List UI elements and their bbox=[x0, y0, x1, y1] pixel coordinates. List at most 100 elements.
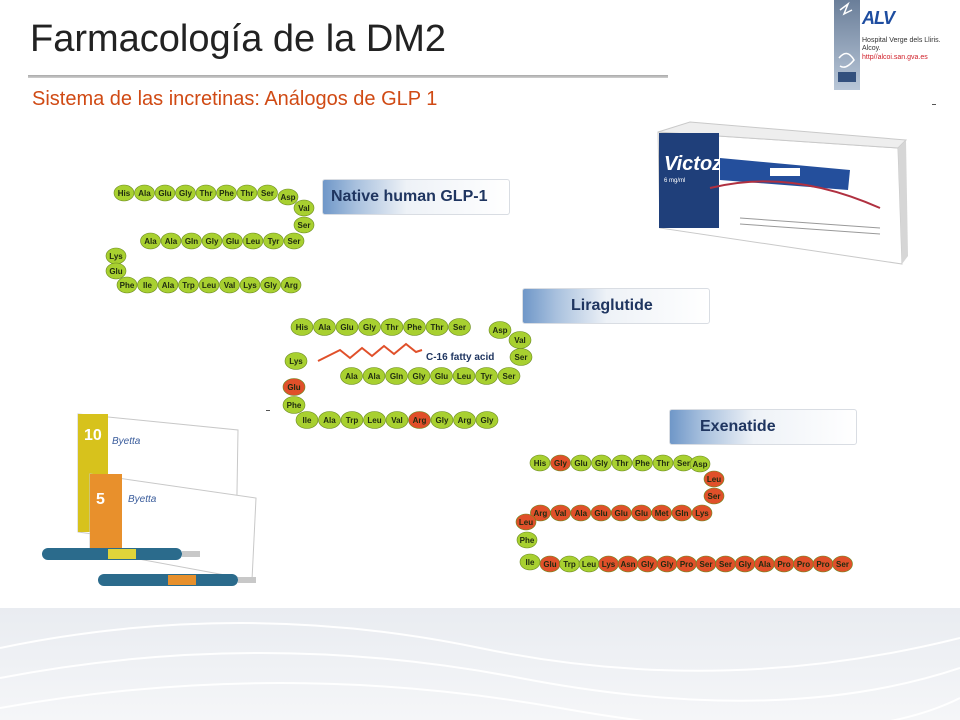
residue-label: Ala bbox=[162, 281, 175, 290]
residue-label: Gln bbox=[675, 509, 688, 518]
residue-circle bbox=[260, 276, 281, 294]
residue-circle bbox=[363, 411, 386, 429]
residue-label: Gly bbox=[595, 459, 608, 468]
residue-label: Arg bbox=[413, 416, 427, 425]
hospital-logo-mark: ALV bbox=[862, 8, 895, 29]
residue-label: Phe bbox=[120, 281, 135, 290]
residue-circle bbox=[105, 262, 127, 280]
residue-circle bbox=[453, 411, 476, 429]
residue-circle bbox=[475, 367, 498, 385]
residue-label: Trp bbox=[346, 416, 359, 425]
fatty-acid-label: C-16 fatty acid bbox=[426, 352, 495, 363]
residue-circle bbox=[488, 321, 512, 339]
residue-circle bbox=[652, 454, 674, 472]
residue-label: Gly bbox=[413, 372, 426, 381]
residue-circle bbox=[216, 184, 237, 202]
residue-circle bbox=[280, 276, 302, 294]
residue-label: Gly bbox=[206, 237, 219, 246]
residue-circle bbox=[340, 367, 363, 385]
residue-label: Gly bbox=[641, 560, 654, 569]
fatty-acid-chain bbox=[317, 342, 423, 362]
residue-circle bbox=[362, 367, 386, 385]
residue-circle bbox=[516, 531, 538, 549]
residue-label: Phe bbox=[635, 459, 650, 468]
residue-label: Ser bbox=[261, 189, 274, 198]
residue-circle bbox=[282, 396, 306, 414]
residue-label: Trp bbox=[563, 560, 576, 569]
residue-circle bbox=[293, 199, 315, 217]
residue-circle bbox=[318, 411, 341, 429]
residue-label: Thr bbox=[616, 459, 629, 468]
residue-circle bbox=[293, 216, 315, 234]
residue-label: Gly bbox=[363, 323, 376, 332]
residue-label: Glu bbox=[594, 509, 607, 518]
residue-label: Thr bbox=[241, 189, 254, 198]
residue-label: Glu bbox=[635, 509, 648, 518]
residue-circle bbox=[175, 184, 196, 202]
residue-label: Lys bbox=[695, 509, 709, 518]
residue-label: Pro bbox=[680, 560, 693, 569]
residue-label: Glu bbox=[543, 560, 556, 569]
native-glp1-label: Native human GLP-1 bbox=[322, 179, 510, 215]
residue-circle bbox=[425, 318, 449, 336]
residue-circle bbox=[448, 318, 471, 336]
residue-circle bbox=[257, 184, 278, 202]
residue-label: Arg bbox=[534, 509, 548, 518]
residue-label: Gln bbox=[185, 237, 198, 246]
residue-circle bbox=[222, 232, 243, 250]
residue-label: Ala bbox=[323, 416, 336, 425]
footer-wave-icon bbox=[0, 622, 960, 720]
institution-url[interactable]: http//alcoi.san.gva.es bbox=[862, 54, 928, 61]
residue-circle bbox=[497, 367, 521, 385]
residue-label: His bbox=[296, 323, 309, 332]
page-title: Farmacología de la DM2 bbox=[30, 18, 447, 60]
hospital-banner-icon bbox=[838, 1, 856, 82]
residue-circle bbox=[242, 232, 264, 250]
residue-label: Leu bbox=[582, 560, 596, 569]
decorative-dash bbox=[932, 104, 936, 105]
residue-circle bbox=[157, 276, 179, 294]
residue-label: Thr bbox=[657, 459, 670, 468]
residue-label: Thr bbox=[386, 323, 399, 332]
residue-label: Arg bbox=[284, 281, 298, 290]
residue-circle bbox=[408, 411, 431, 429]
institution-name: Hospital Verge dels Lliris. bbox=[862, 37, 941, 44]
byetta-dose-10: 10 bbox=[84, 427, 102, 444]
residue-label: Gly bbox=[264, 281, 277, 290]
liraglutide-label: Liraglutide bbox=[522, 288, 710, 324]
residue-circle bbox=[154, 184, 176, 202]
residue-label: Lys bbox=[243, 281, 257, 290]
victoza-package-image: Victoza 6 mg/ml bbox=[657, 121, 908, 265]
residue-circle bbox=[385, 367, 408, 385]
residue-label: His bbox=[534, 459, 547, 468]
residue-label: Ile bbox=[303, 416, 312, 425]
residue-circle bbox=[611, 454, 633, 472]
residue-label: Gly bbox=[481, 416, 494, 425]
residue-label: Ile bbox=[526, 558, 535, 567]
residue-circle bbox=[277, 188, 299, 206]
exenatide-label-text: Exenatide bbox=[700, 418, 776, 435]
residue-circle bbox=[515, 513, 537, 531]
residue-circle bbox=[181, 232, 202, 250]
residue-label: Leu bbox=[707, 475, 721, 484]
residue-circle bbox=[219, 276, 240, 294]
residue-label: Phe bbox=[287, 401, 302, 410]
residue-label: Gln bbox=[390, 372, 403, 381]
residue-label: Pro bbox=[816, 560, 829, 569]
residue-label: Arg bbox=[458, 416, 472, 425]
residue-circle bbox=[550, 454, 571, 472]
residue-label: Ala bbox=[144, 237, 157, 246]
residue-circle bbox=[282, 378, 306, 396]
residue-label: Leu bbox=[202, 281, 216, 290]
residue-label: Ala bbox=[368, 372, 381, 381]
residue-circle bbox=[591, 454, 612, 472]
residue-label: Ser bbox=[836, 560, 849, 569]
residue-label: Ser bbox=[719, 560, 732, 569]
residue-circle bbox=[430, 367, 453, 385]
residue-circle bbox=[340, 411, 364, 429]
residue-label: His bbox=[118, 189, 131, 198]
residue-label: Pro bbox=[797, 560, 810, 569]
residue-circle bbox=[358, 318, 381, 336]
residue-label: Thr bbox=[431, 323, 444, 332]
